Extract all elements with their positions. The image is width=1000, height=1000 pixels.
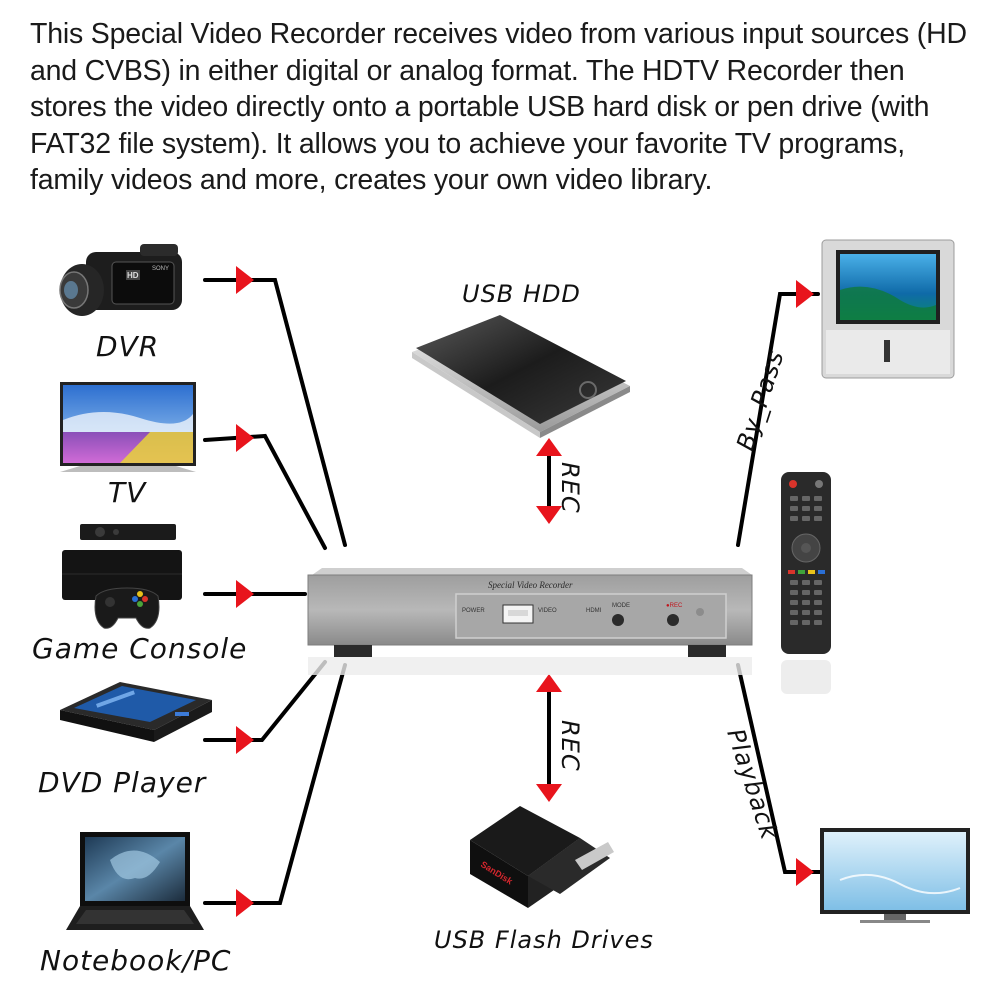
notebook-pc-label: Notebook/PC [40,944,231,977]
recorder-rec-label: ●REC [666,603,683,609]
notebook-icon [66,832,204,930]
playback-label: Playback [721,725,783,843]
description-text: This Special Video Recorder receives vid… [30,18,967,196]
remote-control-icon [781,472,831,694]
camcorder-icon: HD SONY [59,244,182,316]
camcorder-badge: HD [127,271,139,280]
arrow-dvd-player [236,726,254,754]
arrow-dvr [236,266,254,294]
usb-hdd-icon [412,315,630,438]
recorder-mode-label: MODE [612,603,630,609]
dvd-player-icon [60,682,212,742]
video-recorder-device: Special Video Recorder POWER VIDEO HDMI … [307,568,753,675]
flat-tv-icon [60,382,196,472]
wire-notebook [203,663,347,905]
recorder-hdmi-label: HDMI [586,608,602,614]
camcorder-brand: SONY [152,266,169,272]
wire-tv [203,433,327,550]
mode-button[interactable] [612,614,624,626]
arrow-game-console [236,580,254,608]
usb-flash-label: USB Flash Drives [434,926,654,954]
bypass-label: By_Pass [731,346,790,453]
game-console-icon [62,524,182,629]
game-console-label: Game Console [32,632,247,665]
usb-flash-drive-icon: SanDisk [470,806,614,908]
rec-arrow-upper [536,438,562,524]
recorder-title: Special Video Recorder [488,580,573,590]
rec-lower-label: REC [556,720,584,772]
wire-dvr [203,278,347,547]
input-wires [203,278,347,905]
dvr-label: DVR [96,330,159,363]
usb-hdd-label: USB HDD [462,280,581,308]
flow-arrows [236,266,814,917]
arrow-bypass [796,280,814,308]
crt-tv-icon [821,239,955,379]
rec-button[interactable] [667,614,679,626]
arrow-playback [796,858,814,886]
rec-arrow-lower [536,674,562,802]
recorder-video-label: VIDEO [538,608,557,614]
arrow-notebook [236,889,254,917]
arrow-tv [236,424,254,452]
wire-dvd-player [203,660,327,742]
rec-upper-label: REC [556,462,584,514]
dvd-player-label: DVD Player [38,766,207,799]
playback-tv-icon [820,828,970,923]
recorder-power-label: POWER [462,608,485,614]
tv-label: TV [108,476,147,509]
